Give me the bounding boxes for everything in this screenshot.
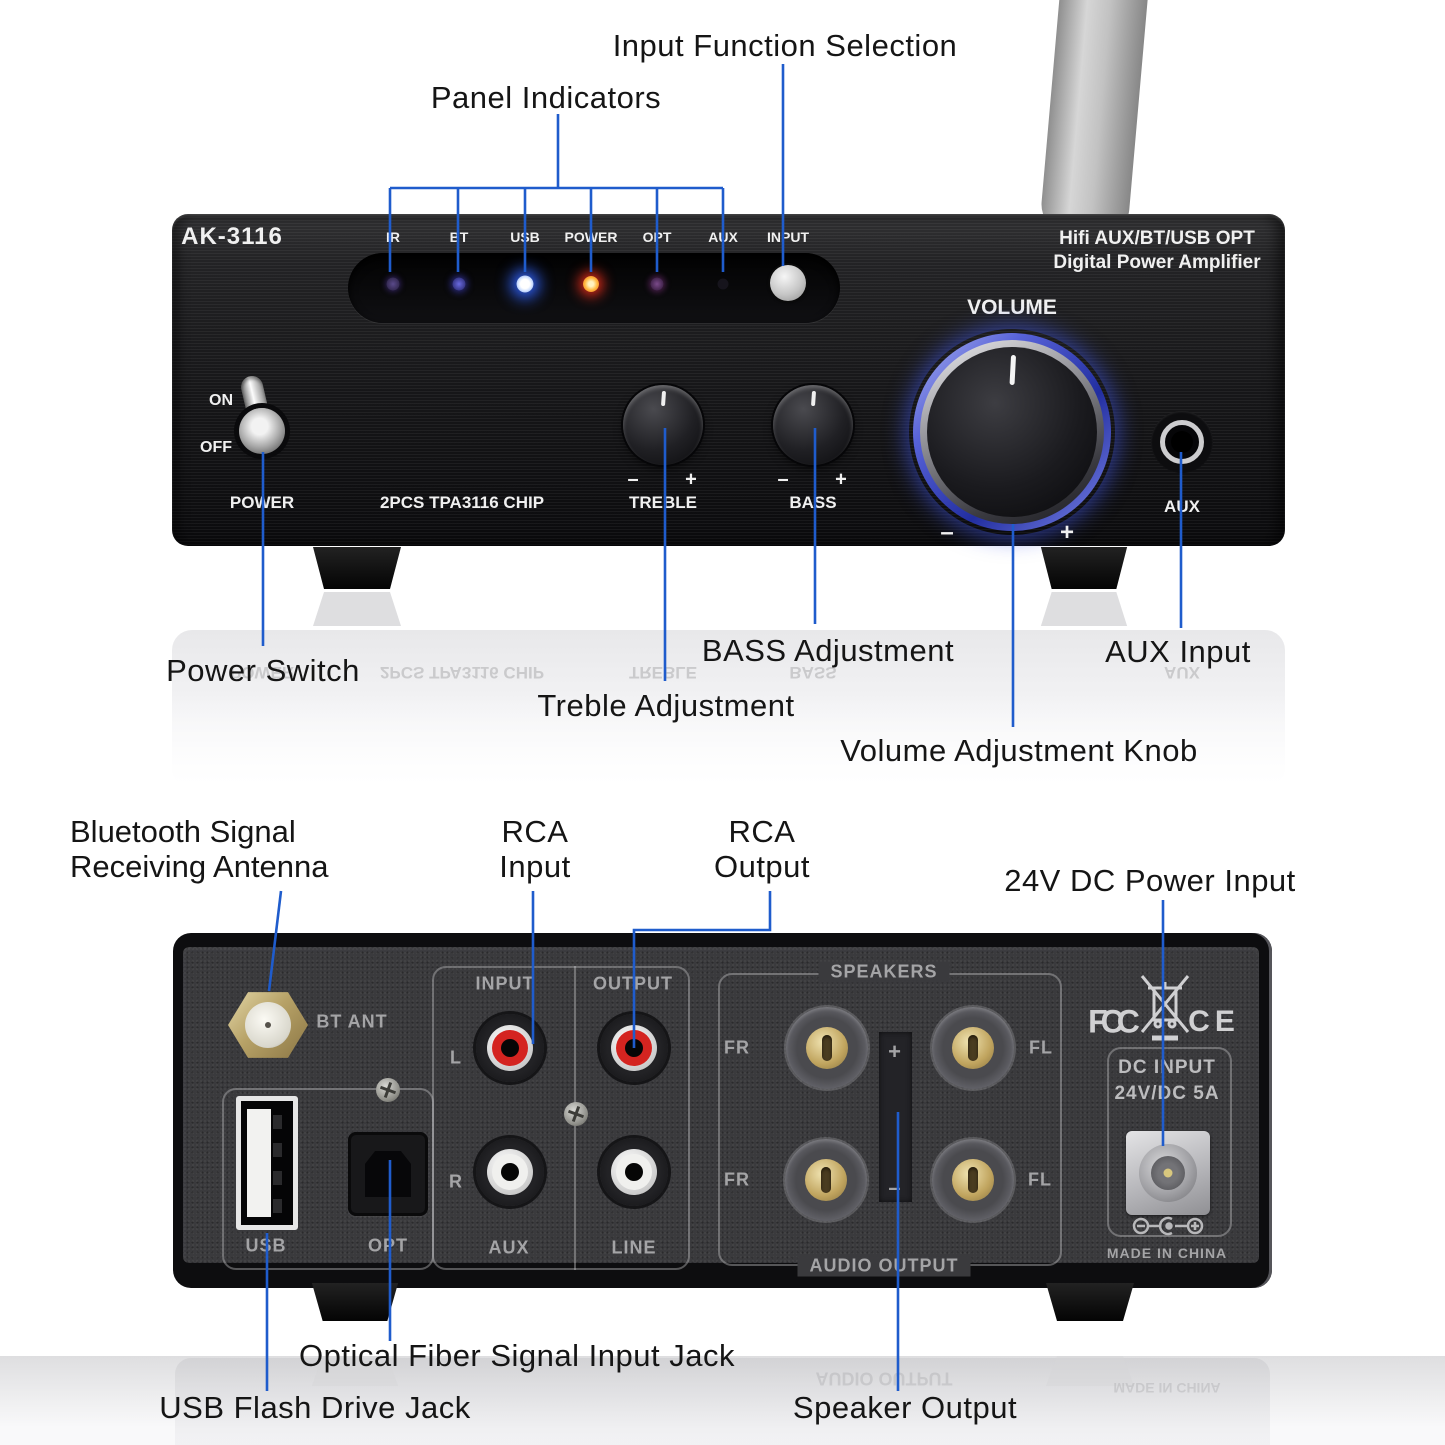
callout-input-function: Input Function Selection xyxy=(613,28,958,64)
callout-panel-indicators: Panel Indicators xyxy=(431,80,661,116)
callout-volume: Volume Adjustment Knob xyxy=(840,733,1197,769)
callout-rca-out-line2: Output xyxy=(714,849,810,885)
line-rca-output xyxy=(634,891,770,1048)
callout-speaker-output: Speaker Output xyxy=(793,1390,1017,1426)
callout-bt-line2: Receiving Antenna xyxy=(70,849,329,885)
callout-optical: Optical Fiber Signal Input Jack xyxy=(299,1338,735,1374)
line-bt-antenna xyxy=(269,891,281,991)
callout-rca-in-line2: Input xyxy=(499,849,570,885)
callout-rca-in-line1: RCA xyxy=(502,814,569,850)
callout-treble: Treble Adjustment xyxy=(537,688,794,724)
callout-dc-input: 24V DC Power Input xyxy=(1004,863,1296,899)
callout-aux-input: AUX Input xyxy=(1105,634,1251,670)
callout-bt-line1: Bluetooth Signal xyxy=(70,814,296,850)
callout-bass: BASS Adjustment xyxy=(702,633,954,669)
callout-usb-jack: USB Flash Drive Jack xyxy=(159,1390,470,1426)
callout-rca-out-line1: RCA xyxy=(729,814,796,850)
callout-power-switch: Power Switch xyxy=(166,653,360,689)
